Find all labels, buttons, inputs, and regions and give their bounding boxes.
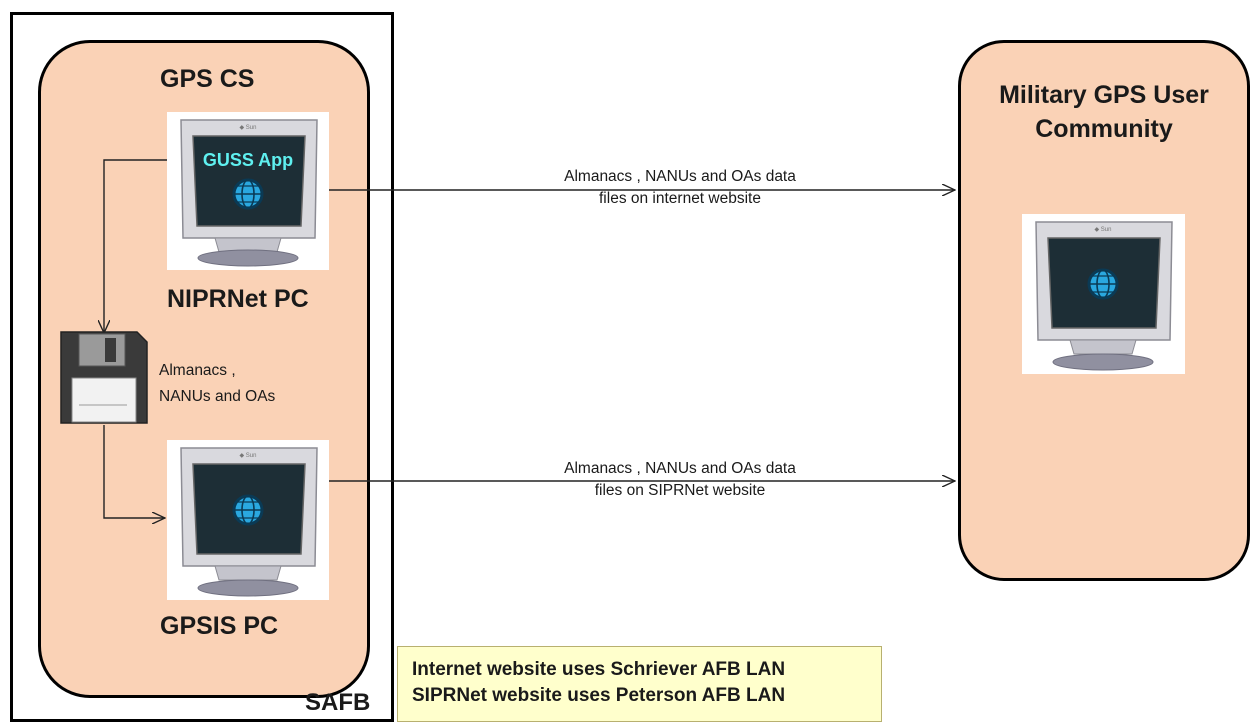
svg-text:◆ Sun: ◆ Sun [240,125,257,131]
siprnet-arrow-label-line2: files on SIPRNet website [594,482,766,499]
internet-arrow-label-line1: Almanacs , NANUs and OAs data [564,168,796,185]
note-line-internet: Internet website uses Schriever AFB LAN [412,659,786,680]
svg-text:◆ Sun: ◆ Sun [240,453,257,459]
svg-text:◆ Sun: ◆ Sun [1095,227,1112,233]
gpsis-pc-label: GPSIS PC [160,612,279,640]
note-line-siprnet: SIPRNet website uses Peterson AFB LAN [412,685,786,706]
user-community-label: Military GPS User Community [999,81,1209,143]
disk-label: Almanacs , NANUs and OAs [159,358,275,410]
floppy-disk-icon [60,331,148,424]
internet-arrow-label: Almanacs , NANUs and OAs data files on i… [500,166,860,210]
internet-arrow-label-line2: files on internet website [599,190,761,207]
disk-label-line1: Almanacs , [159,362,236,379]
network-note-box: Internet website uses Schriever AFB LAN … [397,646,882,722]
niprnet-to-disk-arrow [104,159,170,333]
gps-cs-label: GPS CS [160,65,255,93]
disk-label-line2: NANUs and OAs [159,388,276,405]
niprnet-pc-monitor-icon: ◆ Sun GUSS App [167,112,329,270]
guss-app-screen-text: GUSS App [203,150,293,170]
siprnet-arrow-label: Almanacs , NANUs and OAs data files on S… [500,458,860,502]
safb-label: SAFB [305,689,371,716]
niprnet-pc-label: NIPRNet PC [167,285,309,313]
disk-to-gpsis-arrow [103,425,165,518]
user-community-monitor-icon: ◆ Sun [1022,214,1185,374]
siprnet-arrow-label-line1: Almanacs , NANUs and OAs data [564,460,796,477]
gpsis-pc-monitor-icon: ◆ Sun [167,440,329,600]
